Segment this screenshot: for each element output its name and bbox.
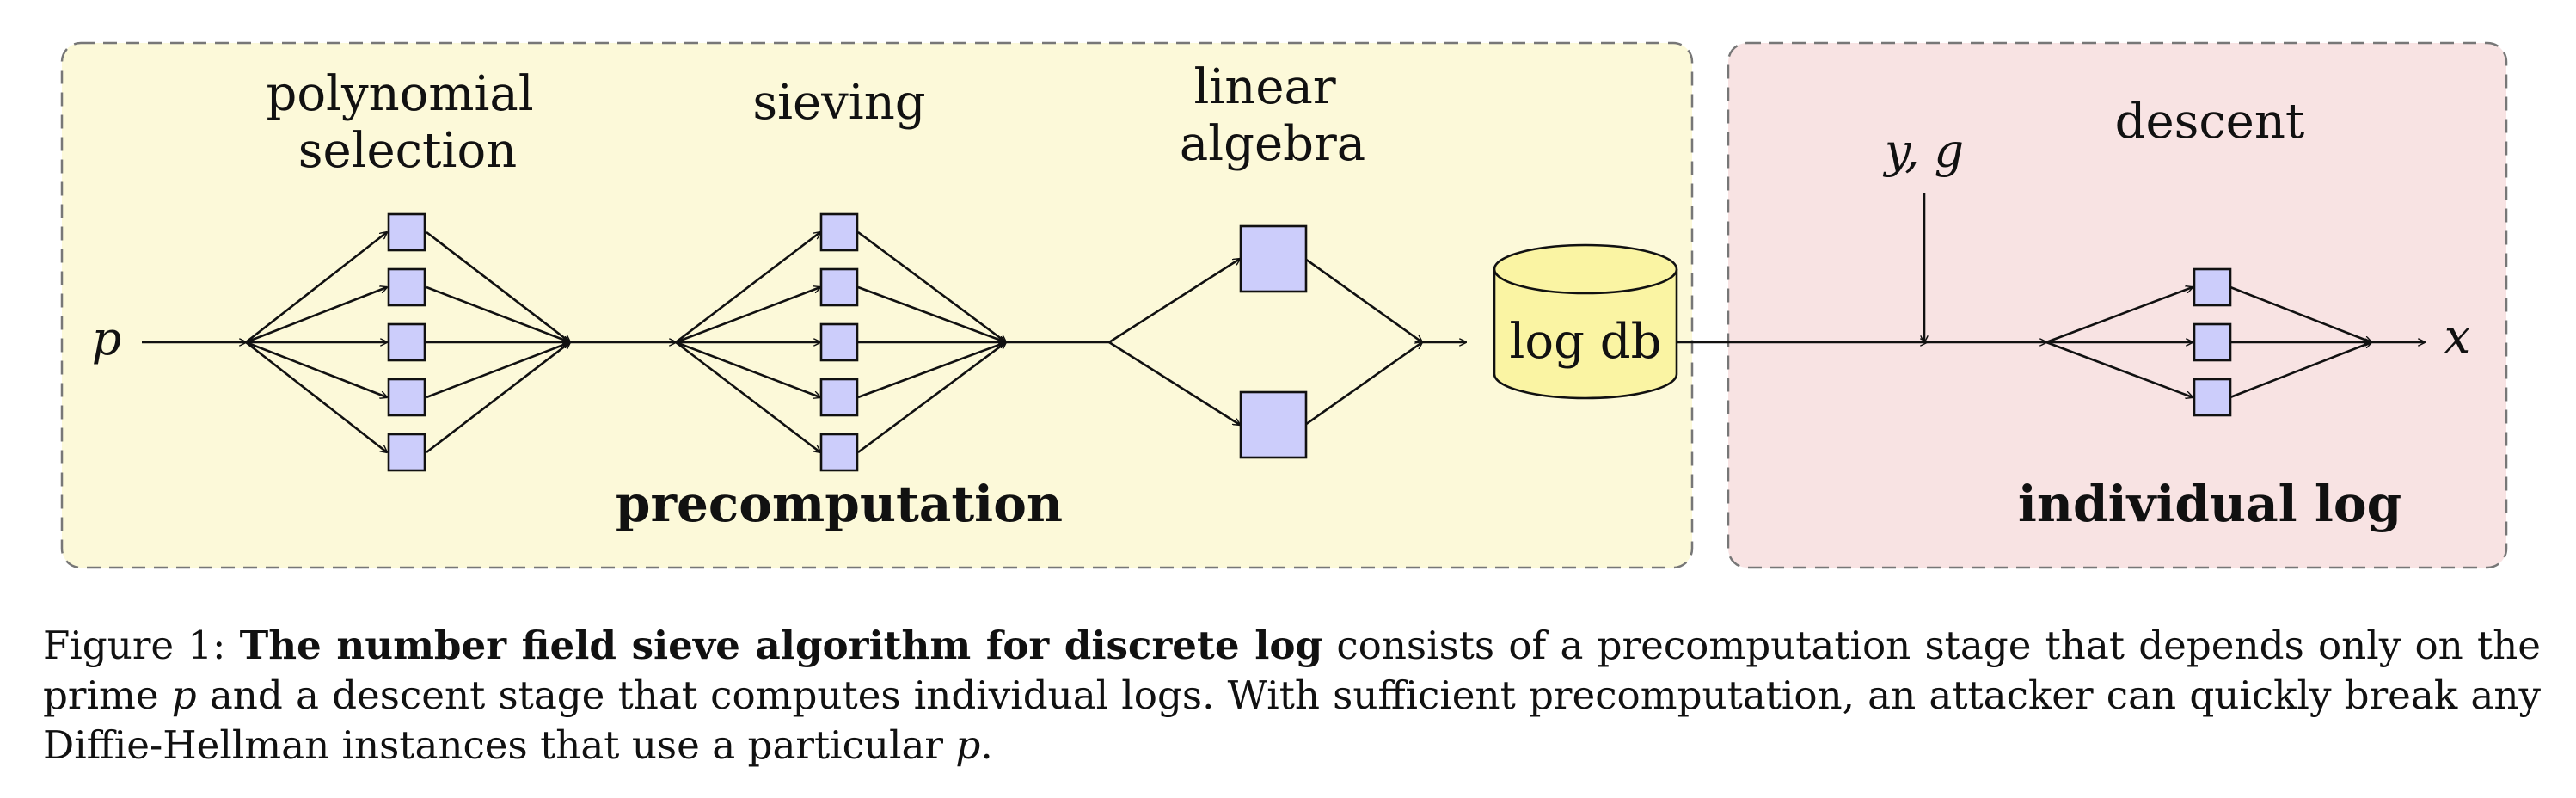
inputs-yg-label: y, g <box>1883 124 1964 178</box>
linalg-node-1 <box>1239 224 1308 293</box>
main-pipeline-edges <box>142 193 2425 342</box>
sieve-node-1 <box>819 212 859 252</box>
nfs-diagram: polynomial selection sieving linear alge… <box>60 41 2508 569</box>
descent-node-1 <box>2193 267 2232 307</box>
output-x-label: x <box>2444 310 2470 364</box>
poly-node-3 <box>387 322 426 362</box>
poly-node-2 <box>387 267 426 307</box>
sieving-stage <box>675 212 1006 472</box>
sieve-node-5 <box>819 433 859 472</box>
descent-label: descent <box>2115 94 2305 150</box>
individual-log-region <box>1727 41 2508 569</box>
poly-node-4 <box>387 378 426 417</box>
sieve-node-2 <box>819 267 859 307</box>
caption-var-p-2: p <box>955 722 981 768</box>
input-p-label: p <box>92 311 122 365</box>
linear-algebra-label: linear algebra <box>1180 59 1365 172</box>
sieve-node-3 <box>819 322 859 362</box>
individual-log-label: individual log <box>2018 475 2401 533</box>
log-db-cylinder <box>1493 243 1678 400</box>
sieve-node-4 <box>819 378 859 417</box>
linalg-node-2 <box>1239 390 1308 459</box>
caption-figure-label: Figure 1: <box>43 623 226 668</box>
caption-end: . <box>980 722 993 768</box>
linear-algebra-stage <box>1108 224 1422 459</box>
caption-title: The number field sieve algorithm for dis… <box>239 623 1323 668</box>
precomputation-label: precomputation <box>616 475 1063 533</box>
figure-caption: Figure 1: The number field sieve algorit… <box>43 621 2541 770</box>
poly-node-5 <box>387 433 426 472</box>
poly-node-1 <box>387 212 426 252</box>
descent-node-2 <box>2193 322 2232 362</box>
polynomial-selection-label: polynomial selection <box>266 66 549 179</box>
polynomial-selection-stage <box>245 212 570 472</box>
caption-text-1: consists of a precomputation stage that … <box>43 623 2541 718</box>
descent-stage <box>2045 267 2371 417</box>
caption-var-p-1: p <box>171 672 197 718</box>
log-db-label: log db <box>1510 314 1662 370</box>
descent-node-3 <box>2193 378 2232 417</box>
sieving-label: sieving <box>752 75 925 131</box>
caption-text-2: and a descent stage that computes indivi… <box>43 672 2541 768</box>
